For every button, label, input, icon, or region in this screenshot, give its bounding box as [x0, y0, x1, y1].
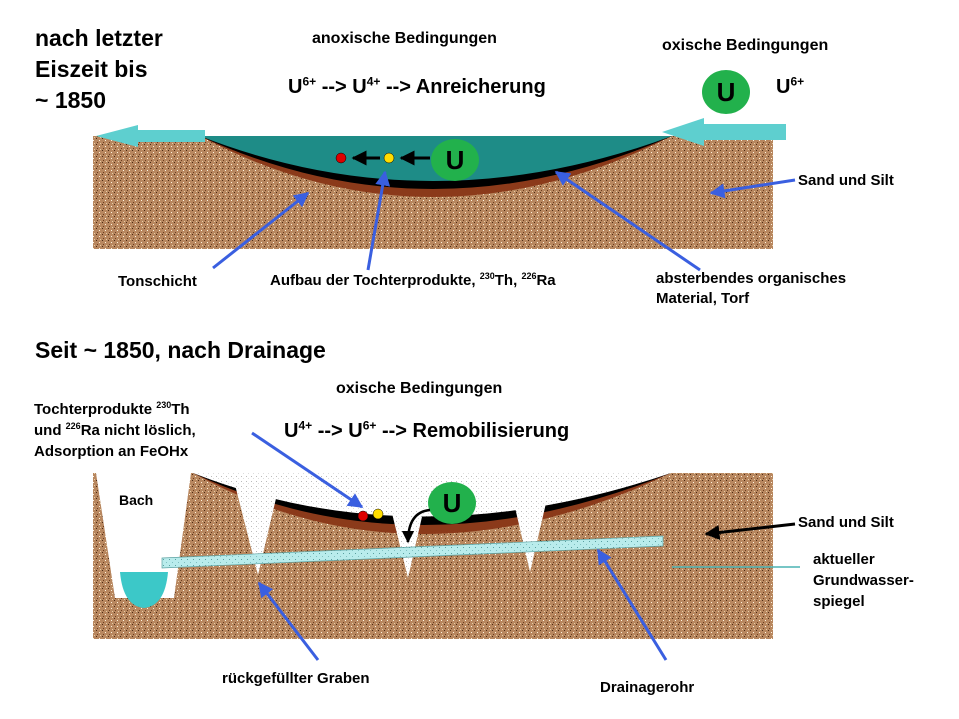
bottom-groundwater-label-2: Grundwasser-	[813, 572, 914, 589]
top-u6-label: U6+	[776, 74, 805, 98]
top-sand-silt-label: Sand und Silt	[798, 172, 894, 189]
bottom-stream-water	[120, 572, 168, 608]
top-pointer-daughters	[366, 170, 391, 271]
top-u-circle-oxic-label: U	[717, 77, 736, 107]
bottom-trench-center	[382, 473, 432, 578]
bottom-daughters-line-1: Tochterprodukte 230Th	[34, 400, 190, 419]
bottom-drain-pipe	[161, 535, 664, 569]
top-u-circle-water	[431, 139, 479, 181]
bottom-u-leach-arrow	[401, 508, 431, 544]
top-title-line-2: Eiszeit bis	[35, 56, 148, 82]
bottom-bach-label: Bach	[119, 492, 154, 508]
top-organic-label-2: Material, Torf	[656, 290, 750, 307]
bottom-u-circle-label: U	[443, 488, 462, 518]
top-daughter-yellow	[383, 152, 395, 164]
top-pointer-clay	[212, 191, 310, 270]
top-outflow-arrow	[96, 125, 205, 147]
bottom-groundwater-label-1: aktueller	[813, 551, 875, 568]
bottom-oxic-heading: oxische Bedingungen	[336, 380, 503, 397]
bottom-pointer-daughters	[251, 431, 364, 509]
top-reaction: U6+ --> U4+ --> Anreicherung	[288, 74, 546, 98]
top-pointer-organic	[554, 170, 701, 272]
top-daughters-label: Aufbau der Tochterprodukte, 230Th, 226Ra	[270, 271, 556, 290]
bottom-trench-label: rückgefüllter Graben	[222, 670, 370, 687]
bottom-daughters-line-2: und 226Ra nicht löslich,	[34, 421, 196, 440]
bottom-reaction: U4+ --> U6+ --> Remobilisierung	[284, 418, 570, 442]
top-u-circle-water-label: U	[446, 145, 465, 175]
top-oxic-heading: oxische Bedingungen	[662, 37, 829, 54]
top-title-line-3: ~ 1850	[35, 87, 106, 113]
top-clay-label: Tonschicht	[118, 273, 197, 290]
bottom-groundwater-label-3: spiegel	[813, 593, 865, 610]
bottom-sand-silt-label: Sand und Silt	[798, 514, 894, 531]
bottom-pointer-drain	[596, 548, 668, 661]
bottom-pointer-trench	[257, 581, 320, 661]
top-daughter-red	[335, 152, 347, 164]
bottom-daughter-yellow	[372, 508, 384, 520]
top-u-circle-oxic	[702, 70, 750, 114]
top-anoxic-heading: anoxische Bedingungen	[312, 30, 497, 47]
top-pointer-sand	[709, 178, 796, 199]
bottom-u-circle	[428, 482, 476, 524]
bottom-pointer-sand	[704, 522, 796, 540]
bottom-daughter-red	[357, 510, 369, 522]
top-inflow-arrow	[662, 118, 786, 146]
bottom-drain-label: Drainagerohr	[600, 679, 695, 696]
top-organic-label-1: absterbendes organisches	[656, 270, 847, 287]
bottom-title: Seit ~ 1850, nach Drainage	[35, 337, 326, 363]
bottom-daughters-line-3: Adsorption an FeOHx	[34, 443, 189, 460]
bottom-trench-left	[232, 473, 282, 575]
top-title-line-1: nach letzter	[35, 25, 163, 51]
bottom-trench-right	[507, 473, 553, 572]
